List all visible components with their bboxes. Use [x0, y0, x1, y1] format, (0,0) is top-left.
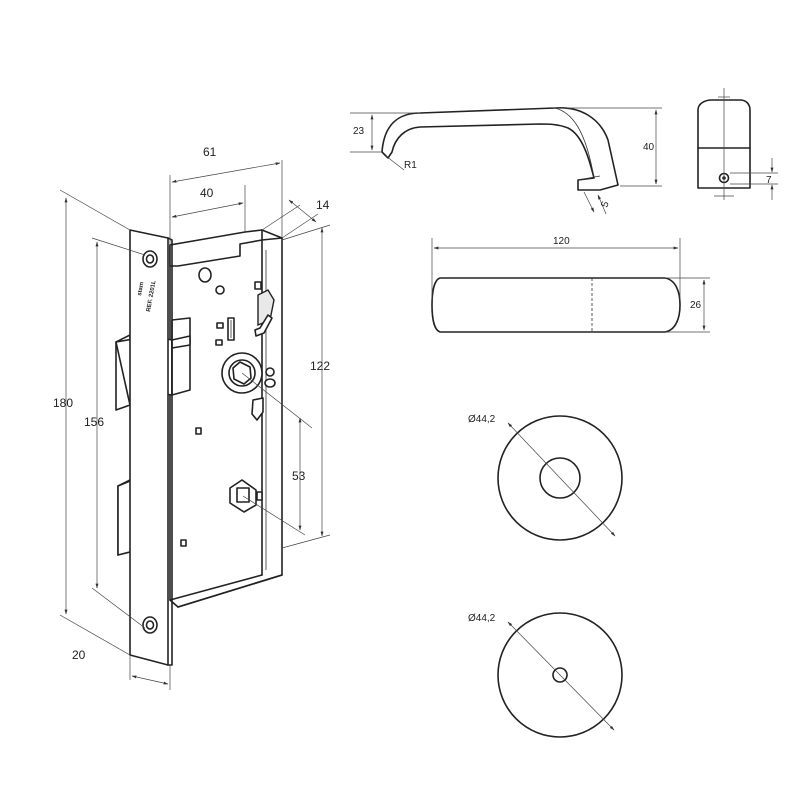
rosette-1-diameter: Ø44,2: [468, 414, 496, 425]
key-rosette: [497, 612, 623, 738]
dim-180: 180: [53, 396, 73, 410]
dim-5: 5: [599, 200, 611, 209]
dim-40: 40: [200, 186, 214, 200]
dim-7: 7: [766, 175, 772, 186]
dim-23: 23: [353, 126, 365, 137]
dim-26: 26: [690, 300, 702, 311]
faceplate-ref-label: REF. 2201L: [146, 280, 157, 313]
dim-14: 14: [316, 198, 330, 212]
lever-rosette: [497, 415, 623, 541]
faceplate-brand-label: stam: [137, 282, 145, 297]
lever-end-view: [697, 88, 778, 200]
dim-40-handle: 40: [643, 142, 655, 153]
dim-122: 122: [310, 359, 330, 373]
dim-53: 53: [292, 469, 306, 483]
dim-61: 61: [203, 145, 217, 159]
dim-r1: R1: [404, 160, 417, 171]
lever-top-view: [431, 238, 710, 333]
dim-156: 156: [84, 415, 104, 429]
lever-side-view: [350, 107, 662, 215]
faceplate: stam REF. 2201L: [129, 229, 173, 666]
mortise-lock-body: [169, 229, 283, 608]
mortise-dimensions: [59, 160, 331, 690]
dim-120: 120: [553, 236, 570, 247]
rosette-2-diameter: Ø44,2: [468, 613, 496, 624]
dim-20: 20: [72, 648, 86, 662]
